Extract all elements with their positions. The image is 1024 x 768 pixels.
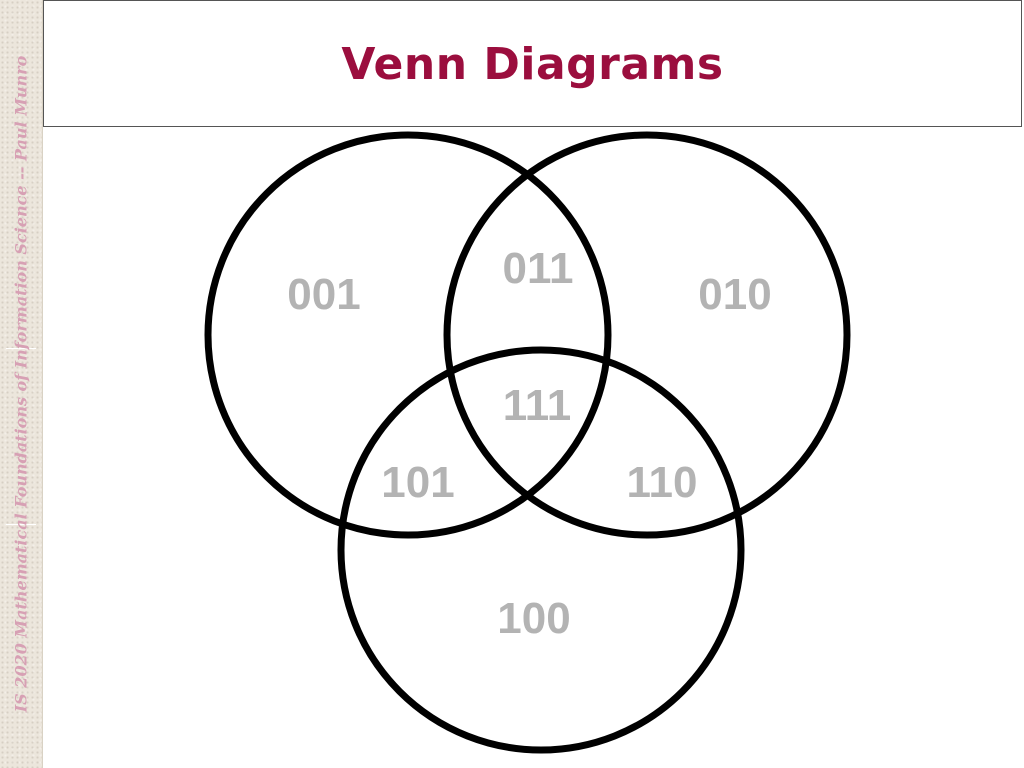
venn-circle-left [204,131,612,539]
venn-circle-right [443,131,851,539]
region-label-010: 010 [698,270,771,319]
region-label-110: 110 [627,458,698,507]
region-label-111: 111 [503,381,572,430]
sidebar-divider [6,348,36,349]
region-label-011: 011 [503,244,574,293]
sidebar: IS 2020 Mathematical Foundations of Info… [0,0,43,768]
page-title: Venn Diagrams [341,39,724,90]
sidebar-divider [6,524,36,525]
title-box: Venn Diagrams [43,0,1022,127]
region-label-100: 100 [497,594,570,643]
region-label-001: 001 [287,270,360,319]
venn-circle-bottom [337,346,745,754]
region-label-101: 101 [381,458,454,507]
